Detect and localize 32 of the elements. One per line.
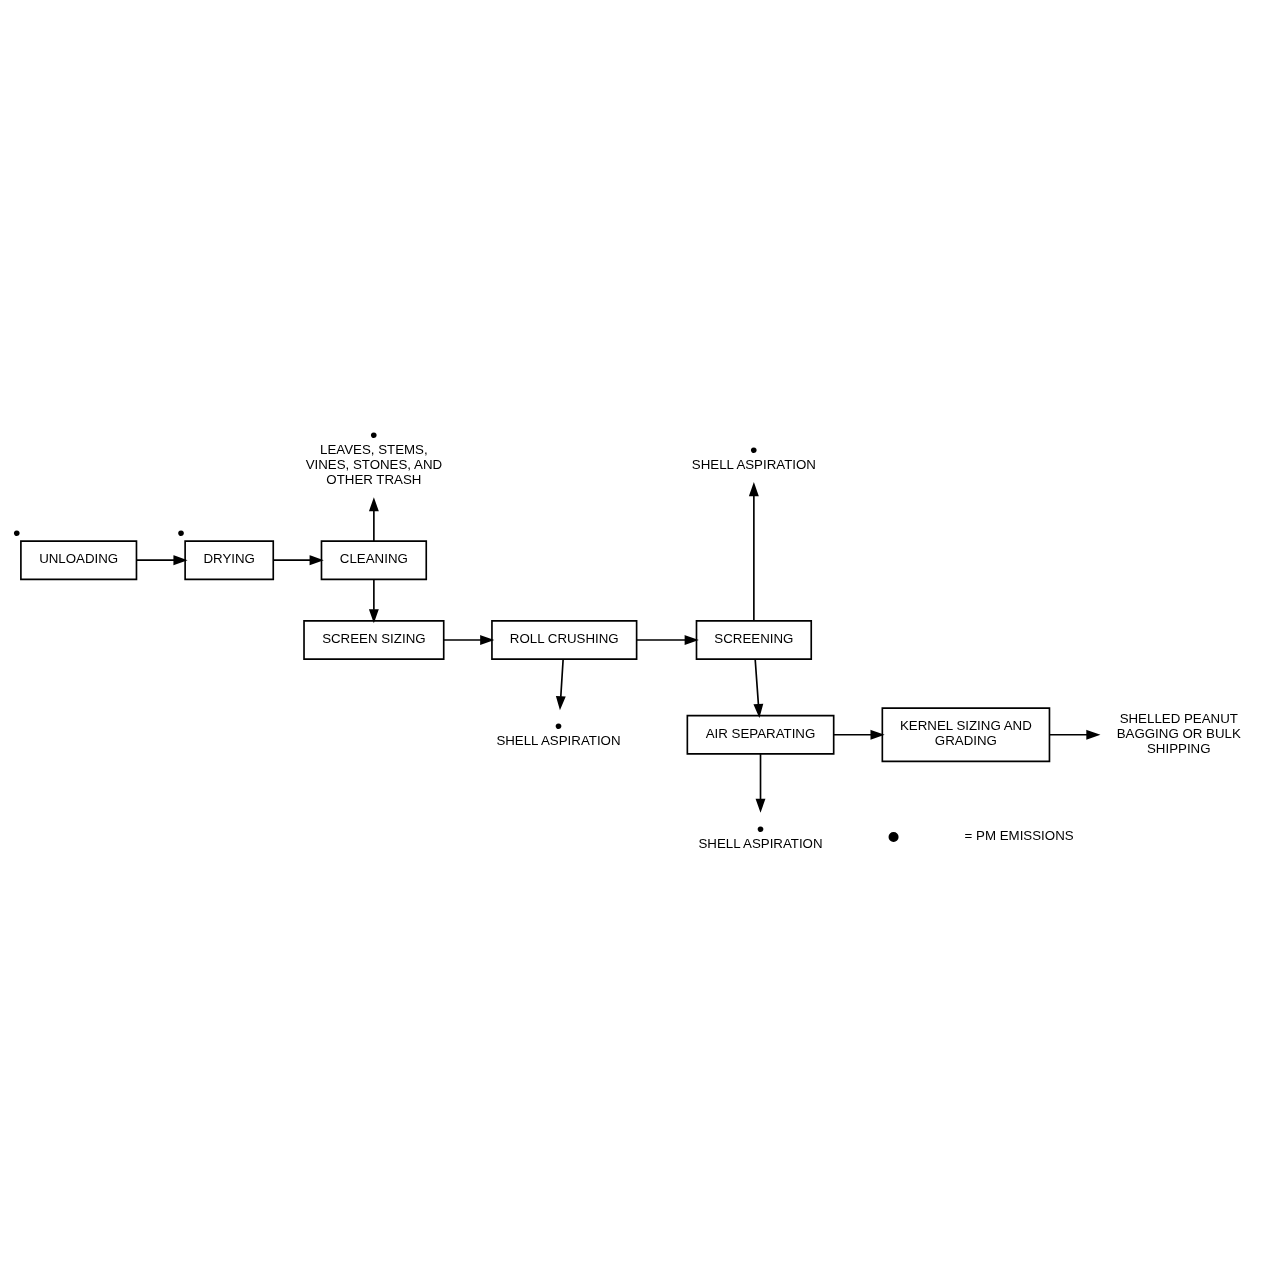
arrow [368, 578, 379, 624]
node-box: ROLL CRUSHING [491, 620, 638, 660]
arrow [833, 729, 885, 740]
node-label: ● [554, 718, 563, 734]
node-text: SHELL ASPIRATION [691, 456, 816, 472]
node-label: ● [12, 524, 21, 540]
arrow [442, 635, 495, 645]
node-box: AIR SEPARATING [686, 714, 835, 755]
node-box: CLEANING [320, 540, 428, 581]
arrow [135, 555, 188, 566]
arrow [748, 482, 759, 622]
node-label: ● [756, 820, 765, 836]
node-label: ● [749, 441, 758, 457]
node-text: SHELL ASPIRATION [698, 835, 823, 851]
arrow [1049, 729, 1101, 740]
node-label: ● [176, 524, 185, 540]
arrow [755, 753, 766, 813]
node-box: KERNEL SIZING AND GRADING [881, 707, 1051, 763]
arrow [368, 497, 379, 542]
node-text: SHELLED PEANUT BAGGING OR BULK SHIPPING [1116, 710, 1241, 756]
legend-label: = PM EMISSIONS [964, 828, 1074, 844]
node-text: SHELL ASPIRATION [496, 733, 621, 749]
node-box: SCREENING [695, 620, 813, 660]
node-label: ● [369, 426, 378, 442]
node-box: UNLOADING [20, 540, 138, 581]
node-box: SCREEN SIZING [303, 620, 445, 660]
node-box: DRYING [184, 540, 275, 581]
arrow [555, 658, 566, 711]
node-text: LEAVES, STEMS, VINES, STONES, AND OTHER TRASH [305, 441, 443, 487]
arrow [636, 635, 699, 645]
arrow [753, 658, 764, 719]
arrow [272, 555, 324, 566]
